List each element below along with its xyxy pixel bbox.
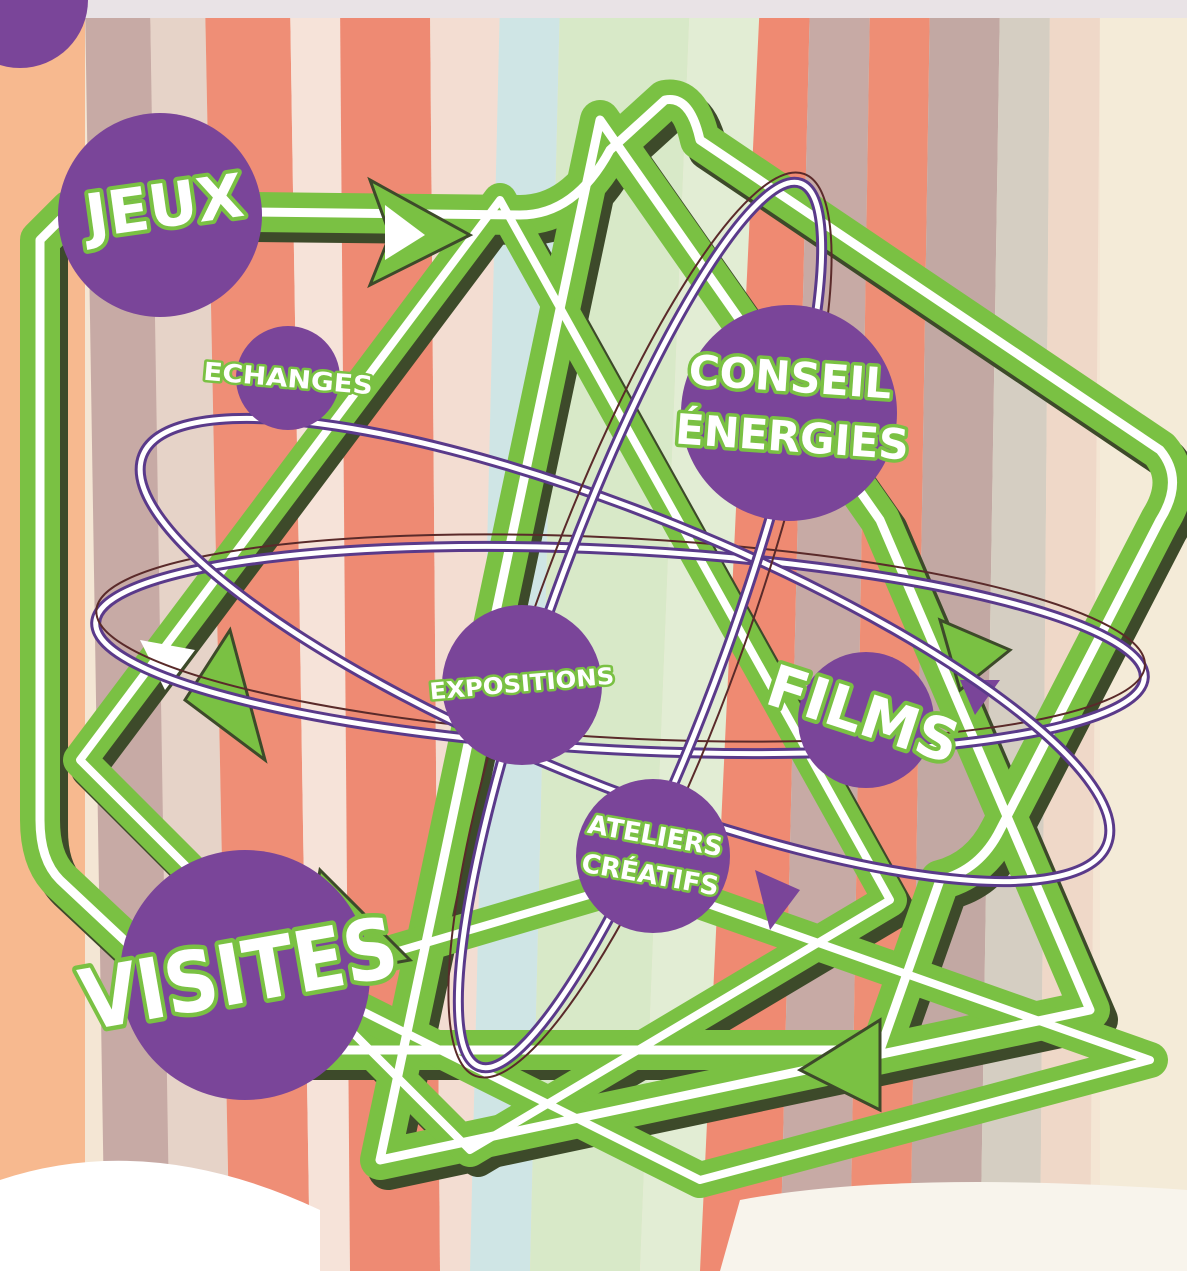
activities-poster: JEUX ECHANGES CONSEIL ÉNERGIES EXPOSITIO… <box>0 0 1187 1271</box>
